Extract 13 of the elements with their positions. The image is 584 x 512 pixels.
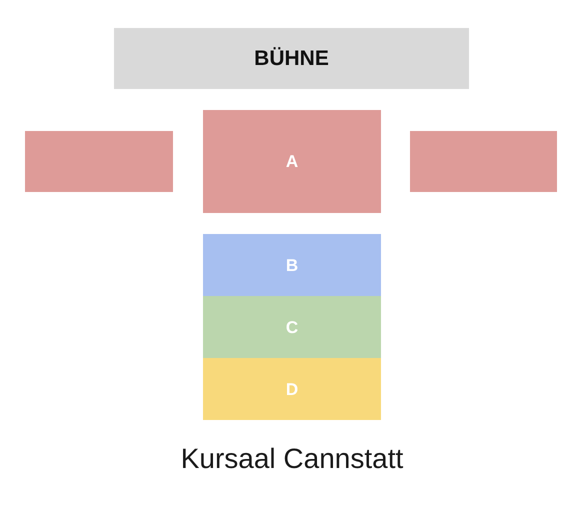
- seating-section: [203, 358, 381, 420]
- section-label: C: [286, 318, 298, 336]
- section-label: B: [286, 256, 298, 274]
- venue-caption: Kursaal Cannstatt: [180, 443, 404, 475]
- stage-block: [114, 28, 469, 89]
- section-label: A: [286, 153, 298, 170]
- seating-section: [203, 296, 381, 358]
- seating-section: [203, 110, 381, 213]
- stage-label: BÜHNE: [254, 48, 329, 69]
- seating-section: [203, 234, 381, 296]
- seating-section: [25, 131, 173, 192]
- section-label: D: [286, 380, 298, 398]
- seating-section: [410, 131, 557, 192]
